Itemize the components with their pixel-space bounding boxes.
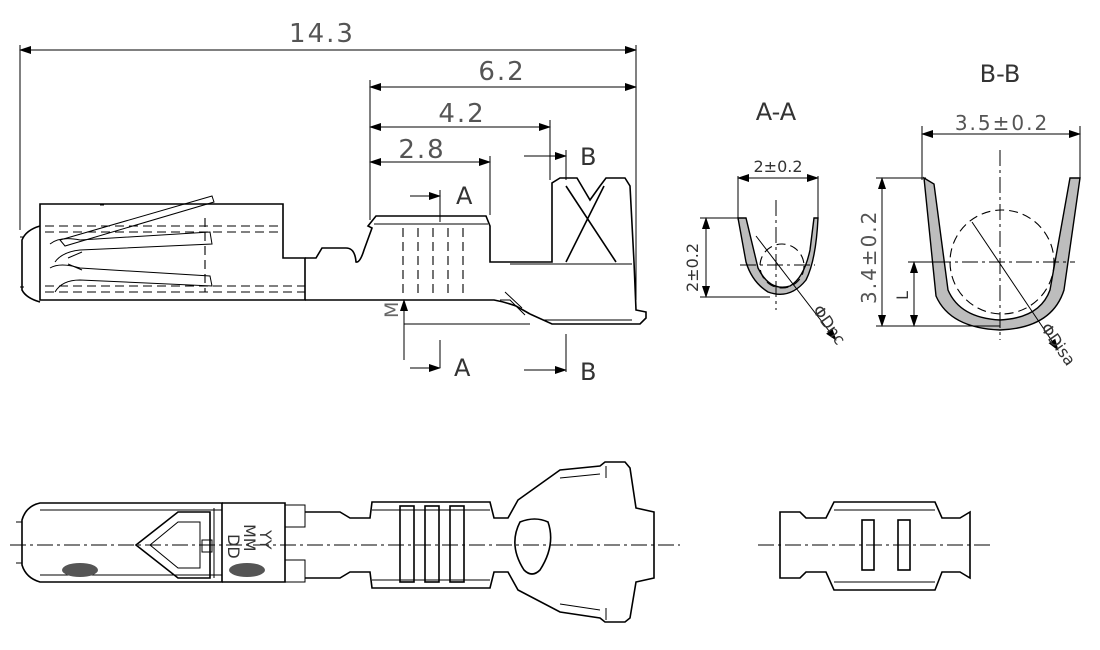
end-view-profile xyxy=(779,501,971,591)
transition-neck xyxy=(305,177,647,325)
section-bb-diameter: ΦDisa xyxy=(1037,319,1080,369)
end-view xyxy=(758,501,990,591)
end-view-slot-1 xyxy=(861,519,875,571)
svg-text:B: B xyxy=(580,358,596,386)
dimple-left xyxy=(62,563,98,577)
section-bb-width: 3.5±0.2 xyxy=(955,111,1049,135)
crimp-serrations xyxy=(374,223,488,294)
crimp-bar-3 xyxy=(449,505,465,583)
section-aa-height: 2±0.2 xyxy=(683,243,702,292)
section-marker-a: A A xyxy=(410,182,473,382)
section-aa-diameter: ΦDnc xyxy=(809,301,850,348)
dimple-right xyxy=(229,563,265,577)
section-bb-title: B-B xyxy=(980,60,1021,88)
side-view: 14.3 6.2 4.2 2.8 M A A B B xyxy=(19,19,647,386)
section-bb-l-label: L xyxy=(893,291,912,300)
top-view: DD MM YY xyxy=(10,461,680,623)
inspection-window xyxy=(514,518,552,575)
date-code-day: DD xyxy=(224,534,243,559)
date-code-year: YY xyxy=(256,529,275,550)
receptacle-nose xyxy=(21,225,41,303)
crimp-bar-1 xyxy=(399,505,415,583)
dim-m-label: M xyxy=(381,302,403,318)
section-bb-profile xyxy=(923,176,1081,331)
section-aa-width: 2±0.2 xyxy=(753,157,802,176)
crimp-bar-2 xyxy=(424,505,440,583)
end-view-slot-2 xyxy=(897,519,911,571)
top-receptacle-body xyxy=(21,502,223,583)
insulation-crimp-wings xyxy=(565,185,617,263)
svg-text:B: B xyxy=(580,143,596,171)
section-bb-height: 3.4±0.2 xyxy=(857,210,881,304)
date-code-month: MM xyxy=(240,524,259,552)
dim-crimp-length: 6.2 xyxy=(478,57,525,87)
top-locking-lance xyxy=(134,511,211,579)
dim-section-a: 2.8 xyxy=(398,135,445,165)
contact-spring-hidden xyxy=(45,225,305,293)
section-aa-view: A-A 2±0.2 2±0.2 ΦDnc xyxy=(683,98,849,348)
contact-spring xyxy=(49,231,213,263)
section-bb-view: B-B 3.5±0.2 3.4±0.2 L ΦDisa xyxy=(857,60,1081,369)
section-aa-profile xyxy=(737,217,819,295)
dim-overall-length: 14.3 xyxy=(289,19,355,49)
locking-lance xyxy=(59,195,215,247)
section-aa-title: A-A xyxy=(756,98,797,126)
svg-text:A: A xyxy=(456,182,473,210)
section-marker-b: B B xyxy=(524,143,596,386)
svg-text:A: A xyxy=(454,354,471,382)
dim-section-b: 4.2 xyxy=(438,99,485,129)
